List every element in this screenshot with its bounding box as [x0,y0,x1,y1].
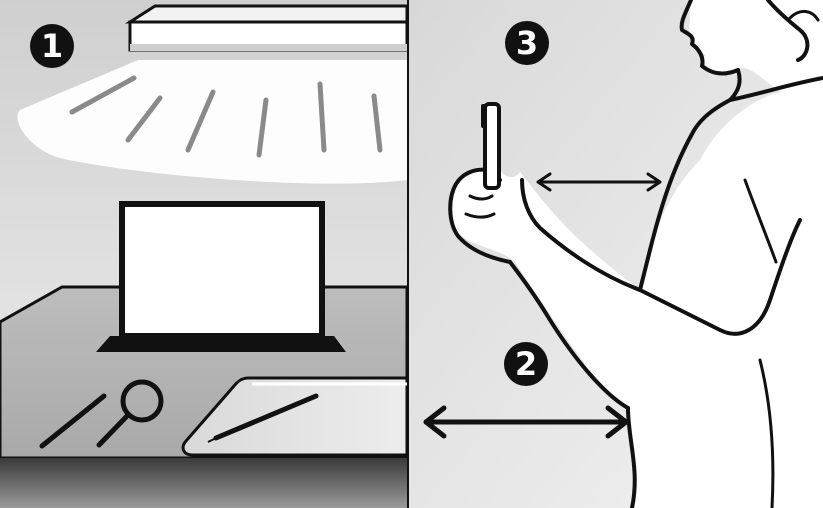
step-marker-2: 2 [504,342,548,386]
phone-icon [481,104,499,188]
step-marker-1: 1 [30,24,74,68]
step-marker-3: 3 [505,21,549,65]
desk-edge [0,458,407,508]
right-panel: 2 3 [409,0,823,508]
laptop-icon [96,204,346,352]
step-label: 1 [41,27,63,65]
step-label: 2 [515,345,537,383]
lamp-icon [130,6,407,51]
step-label: 3 [516,24,538,62]
left-panel: 1 [0,0,407,508]
